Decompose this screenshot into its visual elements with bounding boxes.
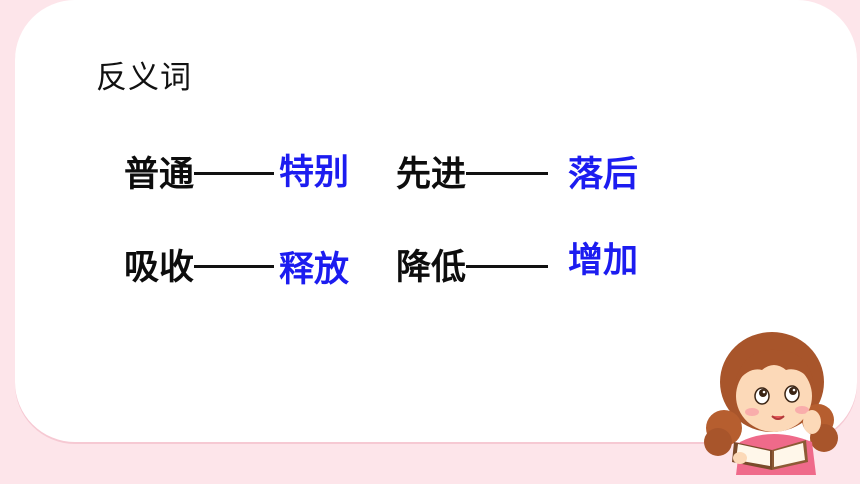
pair-2-word: 先进 (396, 155, 467, 195)
pair-3-word: 吸收 (124, 248, 195, 288)
pair-2-dash (466, 171, 549, 175)
pair-1-word: 普通 (124, 155, 195, 195)
pair-1-answer: 特别 (279, 153, 350, 193)
pair-4-dash (466, 264, 549, 268)
pair-1: 普通 (124, 155, 275, 195)
pair-2: 先进 (396, 155, 549, 195)
slide-card (15, 0, 857, 442)
pair-3: 吸收 (124, 248, 275, 288)
pair-2-answer: 落后 (568, 155, 639, 195)
pair-3-answer: 释放 (279, 250, 350, 290)
pair-4: 降低 (396, 248, 549, 288)
slide-title: 反义词 (96, 60, 192, 96)
pair-4-answer: 增加 (568, 241, 639, 281)
pair-3-dash (194, 264, 275, 268)
girl-reading-book-icon (704, 332, 838, 475)
pair-4-word: 降低 (396, 248, 467, 288)
pair-1-dash (194, 171, 275, 175)
